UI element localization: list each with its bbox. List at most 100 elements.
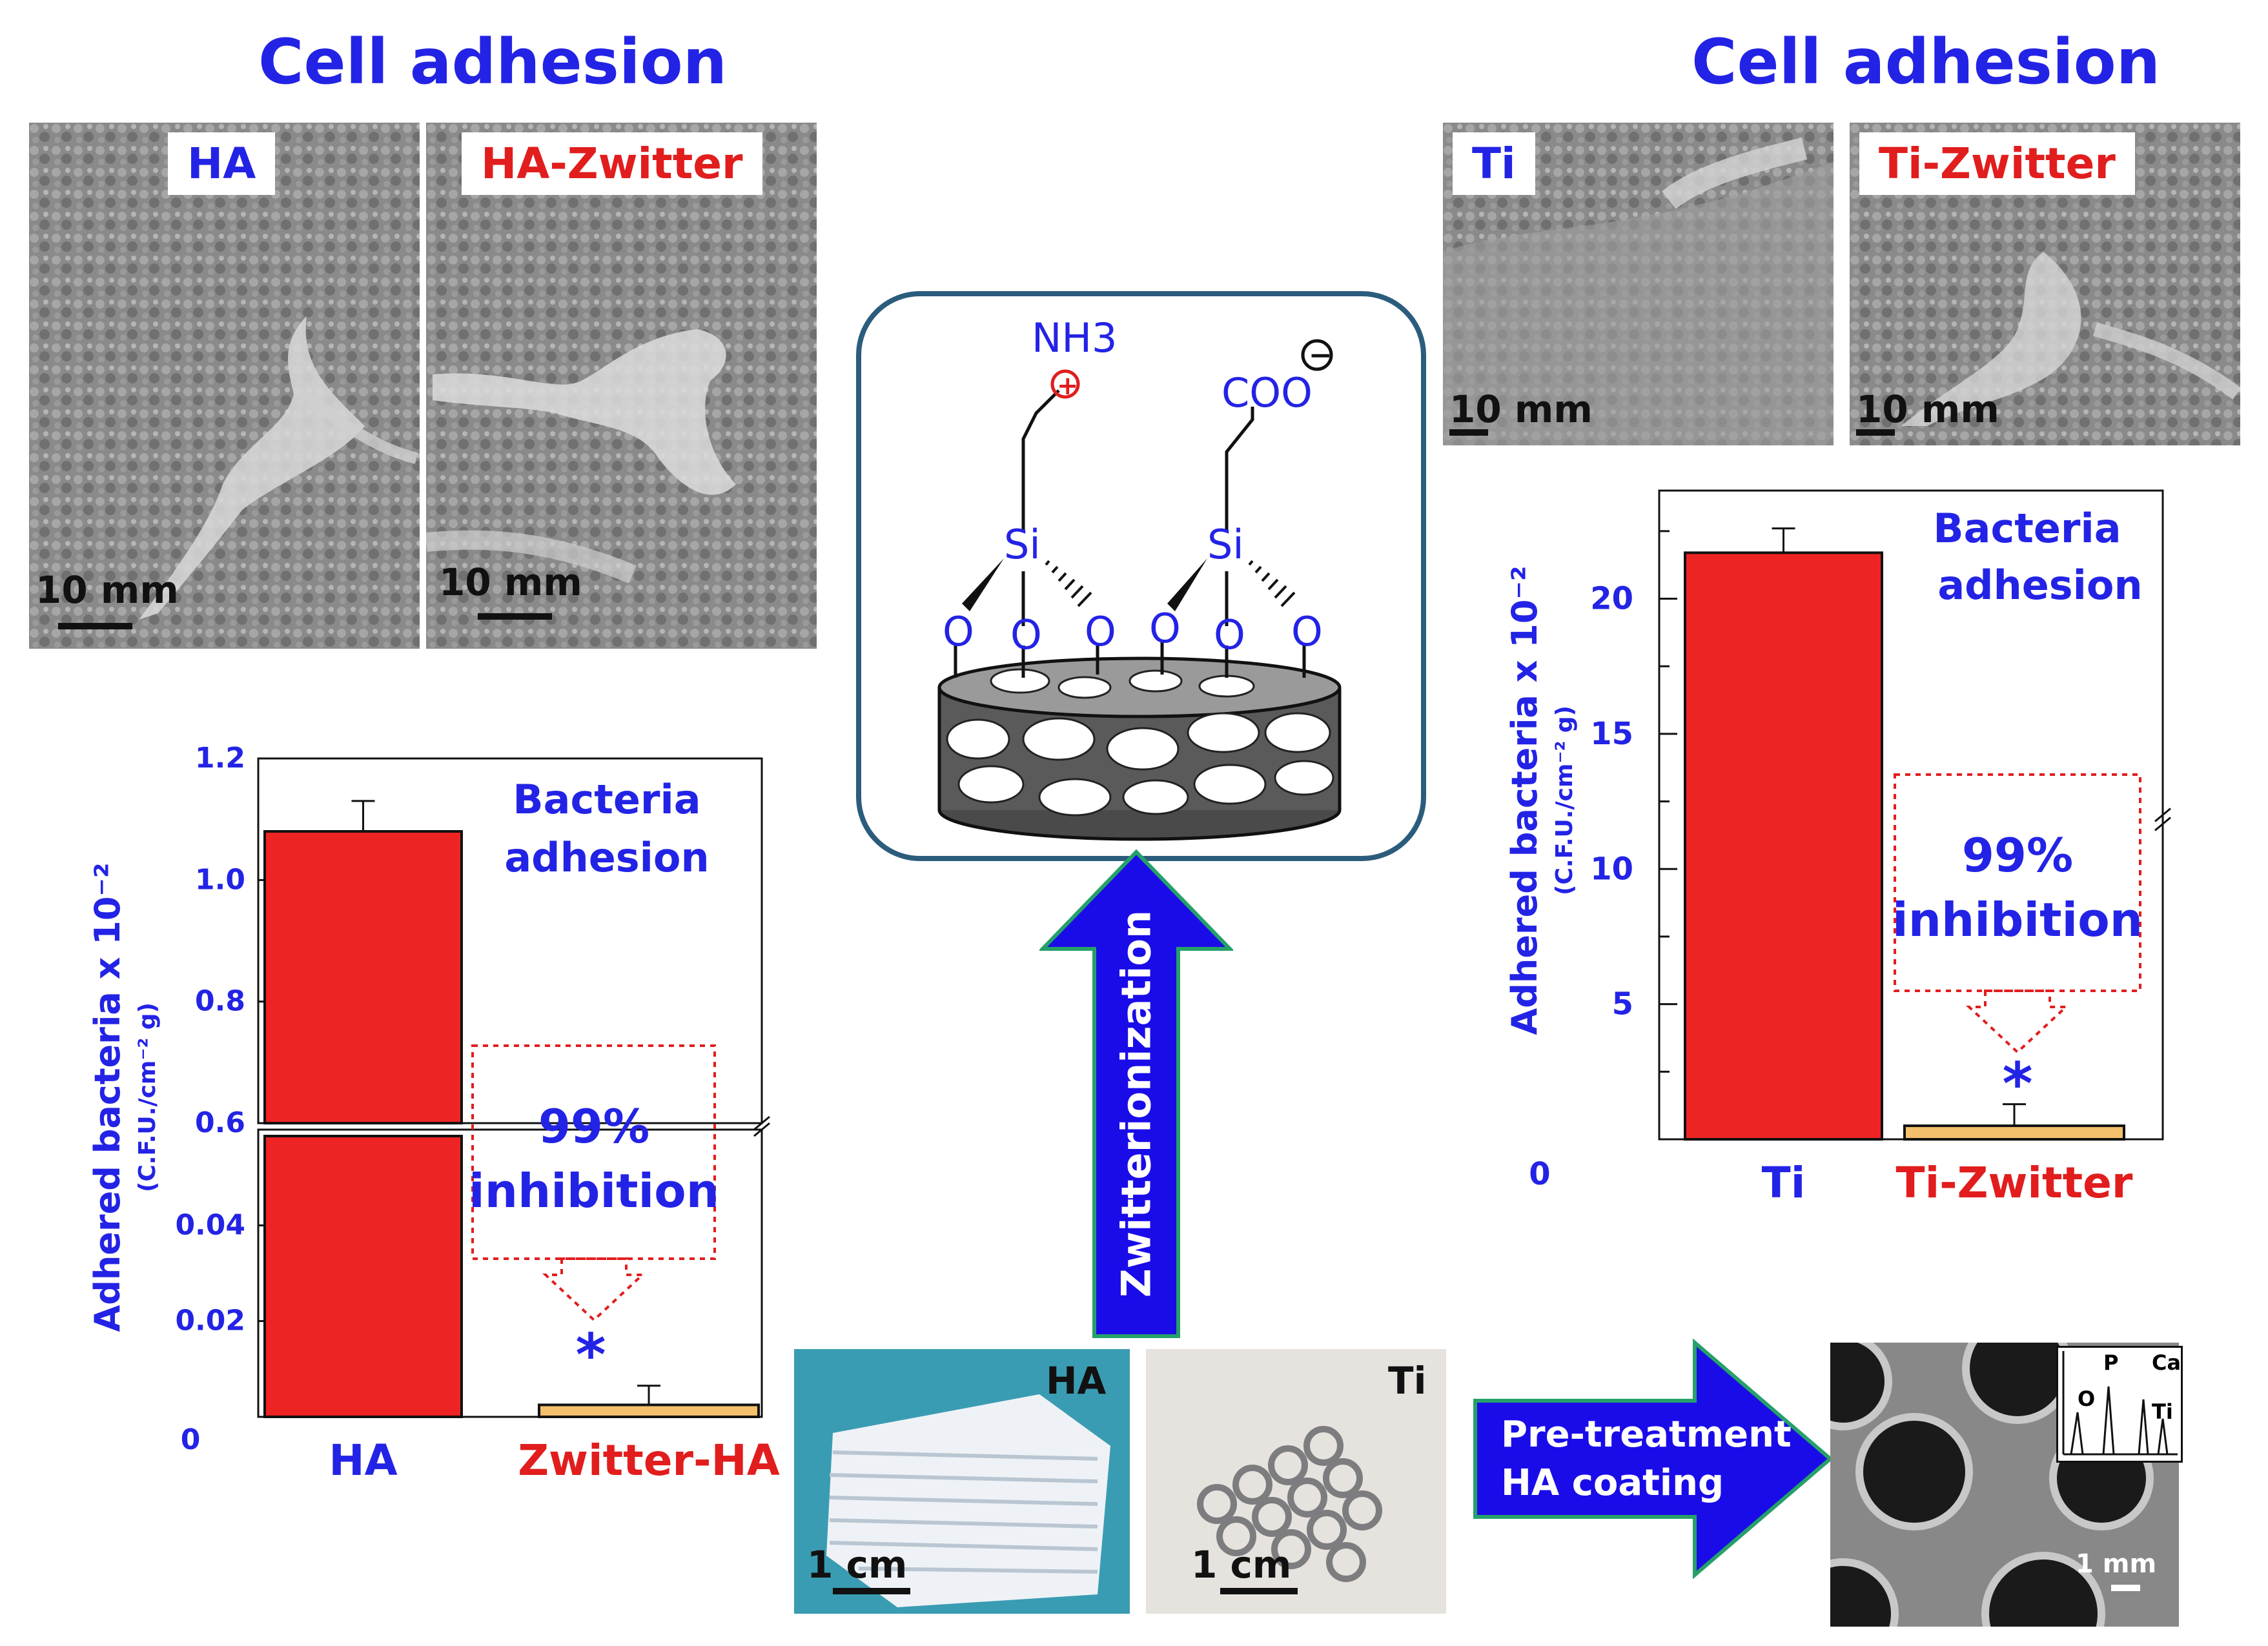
axis-frame-lower [257, 1128, 763, 1418]
silicon-atom-left: Si [1004, 521, 1041, 568]
oxygen-atom-5: O [1214, 611, 1245, 658]
y-tick-label: 1.2 [195, 742, 245, 775]
oxygen-atom-6: O [1291, 608, 1323, 655]
category-label: Ti [1762, 1158, 1806, 1208]
y-tick-label: 0.6 [195, 1106, 245, 1139]
category-label: Ti-Zwitter [1896, 1158, 2133, 1208]
zwitterion-molecule-scheme: NH3 COO Si Si O O O O O O + − [856, 291, 1426, 861]
eds-spectrum-inset: P Ca O Ti [2056, 1346, 2183, 1463]
left-cell-adhesion-heading: Cell adhesion [258, 26, 728, 98]
silicon-atom-right: Si [1207, 521, 1244, 568]
sem-image-ha-zwitter [426, 123, 817, 649]
bar-ti-zwitter [1903, 1124, 2125, 1141]
bar-ti [1684, 551, 1883, 1141]
y-tick-label: 20 [1590, 581, 1633, 617]
pretreatment-label-line2: HA coating [1501, 1462, 1724, 1504]
eds-peak-o: O [2078, 1387, 2096, 1411]
positive-charge-icon [1050, 369, 1080, 399]
bar-ha [263, 830, 463, 1124]
sem-scale-label-1mm: 1 mm [2076, 1549, 2157, 1579]
photo-scale-ti: 1 cm [1191, 1543, 1292, 1587]
y-zero-label: 0 [1529, 1156, 1550, 1192]
annotation-box [1894, 773, 2141, 992]
sem-label-ti-zwitter: Ti-Zwitter [1859, 132, 2135, 195]
y-axis-unit-label: (C.F.U./cm⁻² g) [134, 1002, 161, 1192]
sem-image-ha-coated-ti [1830, 1343, 2179, 1627]
scale-bar-ha-zwitter [478, 613, 552, 620]
photo-scale-ha: 1 cm [807, 1543, 908, 1587]
zwitterionization-label: Zwitterionization [1112, 909, 1160, 1298]
scale-label-ha-zwitter: 10 mm [439, 560, 582, 604]
y-tick-label: 0.04 [175, 1208, 245, 1241]
axis-break-mark-1 [2154, 808, 2171, 822]
y-axis-unit-label: (C.F.U./cm⁻² g) [1551, 706, 1578, 895]
coated-ti-texture [1830, 1343, 2179, 1627]
scale-label-ha: 10 mm [36, 568, 179, 612]
annotation-percent: 99% [1962, 828, 2073, 882]
annotation-pointer-icon [1965, 990, 2070, 1054]
ti-scaffold-drawing [1146, 1349, 1446, 1614]
oxygen-atom-4: O [1149, 605, 1181, 652]
eds-spectrum-plot [2062, 1351, 2178, 1456]
amine-group-label: NH3 [1032, 314, 1117, 361]
eds-peak-p: P [2103, 1350, 2119, 1375]
bar-zwitter-ha [538, 1403, 760, 1419]
oxygen-atom-1: O [943, 608, 974, 655]
axis-frame-upper [257, 757, 763, 1124]
axis-break-mark-2 [2154, 817, 2171, 831]
significance-marker: * [2002, 1050, 2032, 1118]
y-axis-label: Adhered bacteria x 10⁻² [87, 862, 128, 1332]
photo-ti-scaffold [1146, 1349, 1446, 1614]
y-tick-label: 15 [1590, 716, 1633, 752]
annotation-text: inhibition [1892, 893, 2143, 947]
scale-bar-ti-zwitter [1856, 429, 1895, 436]
y-tick-label: 10 [1590, 851, 1633, 887]
oxygen-atom-2: O [1010, 611, 1042, 658]
photo-ha-scaffold [794, 1349, 1130, 1614]
y-tick-label: 5 [1612, 986, 1633, 1022]
ha-scaffold-drawing [794, 1349, 1130, 1614]
photo-label-ti: Ti [1388, 1359, 1427, 1403]
sem-texture-ti [1443, 123, 1834, 445]
negative-charge-sign: − [1309, 339, 1333, 372]
scale-bar-ti [1449, 429, 1488, 436]
chart-title-line1: Bacteria [513, 776, 700, 823]
axis-break-mark-2 [753, 1122, 770, 1137]
sem-image-ti [1443, 123, 1834, 445]
positive-charge-sign: + [1057, 371, 1079, 401]
sem-label-ha: HA [168, 132, 276, 195]
scale-label-ti-zwitter: 10 mm [1856, 387, 1999, 431]
category-label: Zwitter-HA [518, 1436, 780, 1485]
annotation-percent: 99% [538, 1099, 649, 1153]
y-tick-label: 0.02 [175, 1305, 245, 1337]
category-label: HA [329, 1436, 397, 1485]
annotation-pointer-icon [542, 1257, 646, 1322]
right-cell-adhesion-heading: Cell adhesion [1691, 26, 2161, 98]
pretreatment-arrow [1473, 1338, 1834, 1580]
photo-scale-bar-ti [1220, 1588, 1298, 1594]
zwitterionization-arrow [1039, 849, 1233, 1338]
y-zero-label: 0 [181, 1423, 201, 1456]
significance-marker: * [575, 1321, 606, 1389]
negative-charge-icon [1301, 339, 1333, 371]
chart-title-line2: adhesion [504, 834, 709, 881]
sem-image-ha [29, 123, 420, 649]
axis-break-mark-1 [753, 1115, 770, 1131]
bar-ha-lower [263, 1135, 463, 1418]
y-tick-label: 1.0 [195, 863, 245, 896]
pretreatment-label-line1: Pre-treatment [1501, 1414, 1792, 1456]
photo-label-ha: HA [1046, 1359, 1107, 1403]
scale-bar-ha [58, 623, 132, 629]
photo-scale-bar-ha [833, 1588, 910, 1594]
sem-texture-ha [29, 123, 420, 649]
sem-label-ti: Ti [1453, 132, 1535, 195]
annotation-text: inhibition [469, 1164, 719, 1218]
chart-title-line2: adhesion [1937, 562, 2142, 609]
chart-title-line1: Bacteria [1933, 505, 2121, 552]
sem-label-ha-zwitter: HA-Zwitter [462, 132, 762, 195]
oxygen-atom-3: O [1085, 608, 1116, 655]
scale-label-ti: 10 mm [1449, 387, 1593, 431]
eds-peak-ca: Ca [2152, 1350, 2181, 1375]
